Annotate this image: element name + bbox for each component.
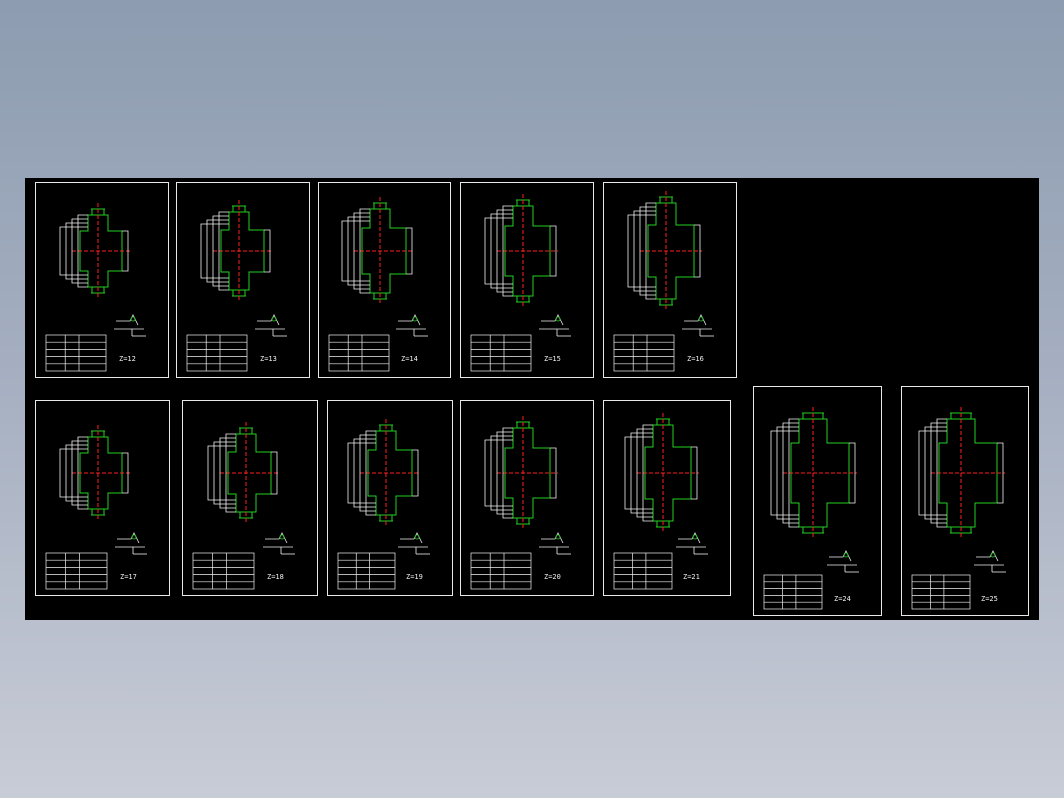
tooth-count-label: Z=19 [406,573,423,581]
parameter-table [186,334,248,372]
roughness-symbol [539,314,571,337]
drawing-sheet[interactable]: Z=16 [603,182,737,378]
drawing-sheet[interactable]: Z=12 [35,182,169,378]
centerline [72,425,130,521]
dimension-lines [918,418,1004,528]
drawing-sheet[interactable]: Z=13 [176,182,310,378]
roughness-symbol [114,314,146,337]
tooth-count-label: Z=12 [119,355,136,363]
roughness-symbol [682,314,714,337]
roughness-symbol [539,532,571,555]
tooth-count-label: Z=25 [981,595,998,603]
centerline [72,203,130,299]
tooth-count-label: Z=17 [120,573,137,581]
dimension-lines [59,436,129,510]
roughness-symbol [396,314,428,337]
dimension-lines [341,208,413,294]
tooth-count-label: Z=16 [687,355,704,363]
dimension-lines [484,205,557,297]
drawing-sheet[interactable]: Z=18 [182,400,318,596]
tooth-count-label: Z=21 [683,573,700,581]
dimension-lines [624,424,698,522]
parameter-table [911,574,971,610]
dimension-lines [770,418,856,528]
dimension-lines [627,202,701,300]
parameter-table [613,334,675,372]
centerline [637,413,699,533]
centerline [360,419,420,527]
dimension-lines [347,430,419,516]
parameter-table [45,552,108,590]
parameter-table [613,552,673,590]
parameter-table [45,334,107,372]
tooth-count-label: Z=18 [267,573,284,581]
parameter-table [763,574,823,610]
dimension-lines [59,214,129,288]
drawing-sheet[interactable]: Z=25 [901,386,1029,616]
centerline [640,191,702,311]
dimension-lines [207,433,278,513]
drawing-sheet[interactable]: Z=15 [460,182,594,378]
tooth-count-label: Z=13 [260,355,277,363]
roughness-symbol [676,532,708,555]
roughness-symbol [827,550,859,573]
parameter-table [192,552,255,590]
centerline [497,194,558,308]
dimension-lines [200,211,271,291]
centerline [783,407,857,539]
tooth-count-label: Z=15 [544,355,561,363]
tooth-count-label: Z=20 [544,573,561,581]
drawing-sheet[interactable]: Z=19 [327,400,453,596]
centerline [497,416,558,530]
drawing-sheet[interactable]: Z=20 [460,400,594,596]
dimension-lines [484,427,557,519]
drawing-sheet[interactable]: Z=24 [753,386,882,616]
centerline [354,197,414,305]
tooth-count-label: Z=14 [401,355,418,363]
parameter-table [328,334,390,372]
drawing-sheet[interactable]: Z=14 [318,182,451,378]
drawing-sheet[interactable]: Z=17 [35,400,170,596]
centerline [213,200,272,302]
centerline [220,422,279,524]
roughness-symbol [115,532,147,555]
drawing-sheet[interactable]: Z=21 [603,400,731,596]
roughness-symbol [398,532,430,555]
tooth-count-label: Z=24 [834,595,851,603]
centerline [931,407,1005,539]
parameter-table [470,334,532,372]
roughness-symbol [263,532,295,555]
roughness-symbol [974,550,1006,573]
parameter-table [337,552,396,590]
parameter-table [470,552,532,590]
roughness-symbol [255,314,287,337]
